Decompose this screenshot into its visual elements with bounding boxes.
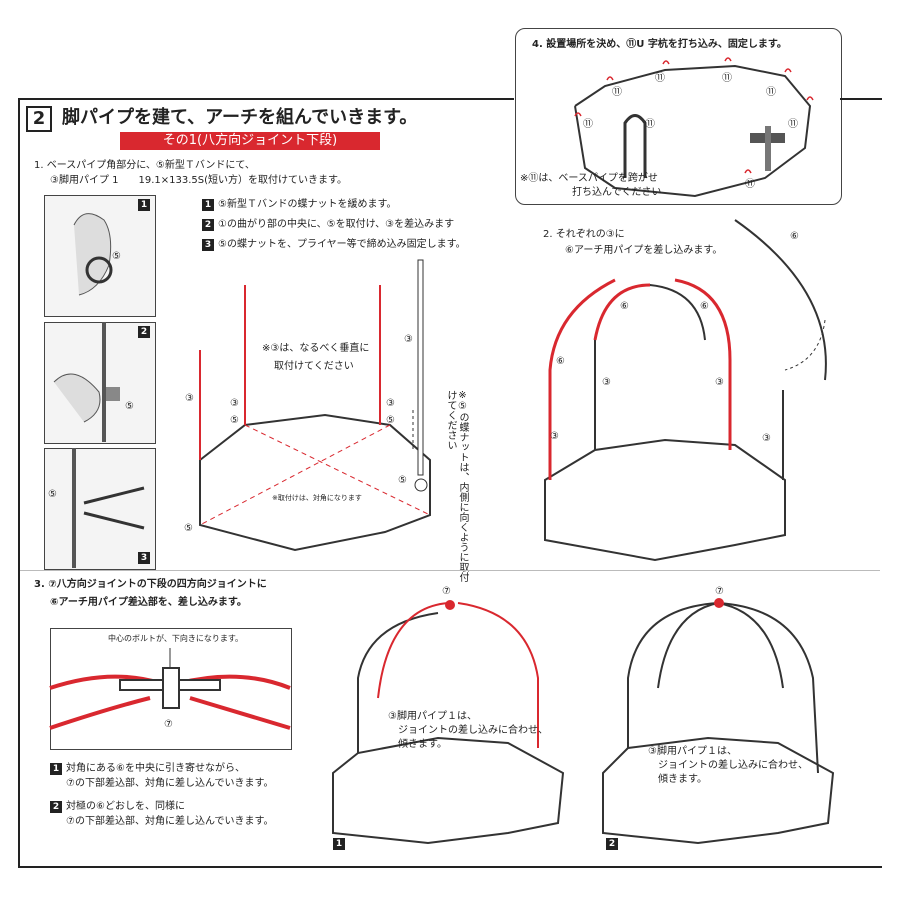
sub-badge: 3 (202, 239, 214, 251)
step4-marker-4: ⑪ (766, 87, 776, 98)
step4-marker-2: ⑪ (722, 73, 732, 84)
step2-marker-three-d: ③ (762, 433, 771, 444)
step4-panel (515, 28, 842, 205)
section-top-rule-right (840, 98, 882, 100)
photo2-marker-five: ⑤ (125, 401, 134, 412)
step4-marker-3: ⑪ (612, 87, 622, 98)
step3-fig2-seven: ⑦ (715, 586, 724, 597)
sub-badge: 1 (202, 199, 214, 211)
step4-heading: 4. 設置場所を決め、⑪U 字杭を打ち込み、固定します。 (532, 39, 787, 50)
step3-figure-label-2: 2 (606, 838, 618, 850)
photo1-marker-five: ⑤ (112, 251, 121, 262)
section-title: 脚パイプを建て、アーチを組んでいきます。 (62, 107, 418, 128)
step1-marker-five-c: ⑤ (398, 475, 407, 486)
sub-badge: 2 (202, 219, 214, 231)
step3-sub-1-line2: ⑦の下部差込部、対角に差し込んでいきます。 (66, 778, 274, 789)
step1-diagonal-note: ※取付けは、対角になります (272, 494, 362, 502)
step2-arch-diagram (544, 219, 827, 562)
step1-heading-line2: ③脚用パイプ 1 19.1×133.5S(短い方）を取付けていきます。 (50, 175, 348, 186)
step4-note-line1: ※⑪は、ベースパイプを跨がせ (520, 173, 658, 184)
step1-heading-line1: 1. ベースパイプ角部分に、⑤新型Ｔバンドにて、 (34, 160, 255, 171)
step3-fig1-seven: ⑦ (442, 586, 451, 597)
joint-detail-drawing (49, 648, 291, 730)
step1-marker-three-b: ③ (230, 398, 239, 409)
sub-text: ⑤新型Ｔバンドの蝶ナットを緩めます。 (218, 199, 397, 210)
step1-marker-three-c: ③ (386, 398, 395, 409)
step1-note-nut-vertical: ※⑤の蝶ナットは、内側に向くように取付けてください (445, 390, 468, 582)
step3-bolt-note: 中心のボルトが、下向きになります。 (108, 634, 244, 643)
step4-base-diagram (574, 57, 814, 198)
step1-note-vertical-line1: ※③は、なるべく垂直に (262, 343, 370, 354)
step1-marker-three-a: ③ (185, 393, 194, 404)
step1-sub-1: 1 ⑤新型Ｔバンドの蝶ナットを緩めます。 (202, 198, 396, 211)
step2-marker-three-c: ③ (550, 431, 559, 442)
sub-text: 対極の⑥どおしを、同様に (66, 801, 185, 812)
photo3-marker-five: ⑤ (48, 489, 57, 500)
section-number: 2 (26, 106, 52, 132)
step1-marker-five-a: ⑤ (230, 415, 239, 426)
photo2-hand-drawing (53, 322, 120, 442)
step1-sub-2: 2 ①の曲がり部の中央に、⑤を取付け、③を差込みます (202, 218, 454, 231)
step4-marker-6: ⑪ (645, 119, 655, 130)
step2-marker-six-a: ⑥ (620, 301, 629, 312)
photo1-hand-drawing (73, 213, 113, 296)
sub-text: ⑤の蝶ナットを、プライヤー等で締め込み固定します。 (218, 239, 466, 250)
step3-fig1-lean-note-2: ジョイントの差し込みに合わせ、 (398, 725, 548, 736)
sub-text: ①の曲がり部の中央に、⑤を取付け、③を差込みます (218, 219, 455, 230)
page-bottom-rule (18, 866, 882, 868)
step2-marker-three-b: ③ (715, 377, 724, 388)
sub-text: 対角にある⑥を中央に引き寄せながら、 (66, 763, 245, 774)
sub-badge: 1 (50, 763, 62, 775)
photo-label-1: 1 (138, 199, 150, 211)
step1-marker-three-d: ③ (404, 334, 413, 345)
photo-label-3: 3 (138, 552, 150, 564)
step2-heading-line1: 2. それぞれの③に (543, 229, 625, 240)
sub-badge: 2 (50, 801, 62, 813)
step3-sub-2-line2: ⑦の下部差込部、対角に差し込んでいきます。 (66, 816, 274, 827)
step2-heading-line2: ⑥アーチ用パイプを差し込みます。 (565, 245, 723, 256)
step1-note-vertical-line2: 取付けてください (274, 361, 354, 372)
step3-fig2-lean-note-3: 傾きます。 (658, 774, 707, 785)
step3-figure2-dome (602, 598, 835, 845)
step3-sub-2-line1: 2 対極の⑥どおしを、同様に (50, 800, 185, 813)
step1-octagon-diagram (199, 259, 431, 552)
step1-marker-five-b: ⑤ (386, 415, 395, 426)
step2-marker-six-b: ⑥ (700, 301, 709, 312)
step1-sub-3: 3 ⑤の蝶ナットを、プライヤー等で締め込み固定します。 (202, 238, 466, 251)
step3-figure1-dome (332, 600, 565, 845)
step2-marker-six-d: ⑥ (790, 231, 799, 242)
step3-fig1-lean-note-1: ③脚用パイプ１は、 (388, 711, 477, 722)
step4-marker-1: ⑪ (655, 73, 665, 84)
step2-marker-six-c: ⑥ (556, 356, 565, 367)
photo-label-2: 2 (138, 326, 150, 338)
step3-heading-line1: 3. ⑦八方向ジョイントの下段の四方向ジョイントに (34, 579, 267, 590)
section-top-rule (18, 98, 514, 100)
step4-marker-7: ⑪ (788, 119, 798, 130)
step1-photo-3 (44, 448, 156, 570)
step4-marker-8: ⑪ (745, 179, 755, 190)
row-divider (20, 570, 880, 571)
section-subtitle: その1(八方向ジョイント下段) (120, 132, 380, 150)
step3-figure-label-1: 1 (333, 838, 345, 850)
section-left-rule (18, 98, 20, 868)
step3-sub-1-line1: 1 対角にある⑥を中央に引き寄せながら、 (50, 762, 245, 775)
step3-heading-line2: ⑥アーチ用パイプ差込部を、差し込みます。 (50, 597, 247, 608)
step3-fig2-lean-note-1: ③脚用パイプ１は、 (648, 746, 737, 757)
photo3-plier-drawing (72, 448, 145, 568)
step3-fig2-lean-note-2: ジョイントの差し込みに合わせ、 (658, 760, 808, 771)
step4-marker-5: ⑪ (583, 119, 593, 130)
step3-joint-seven: ⑦ (164, 719, 173, 730)
step4-note-line2: 打ち込んでください (572, 187, 662, 198)
step2-marker-three-a: ③ (602, 377, 611, 388)
step3-fig1-lean-note-3: 傾きます。 (398, 739, 447, 750)
step1-marker-five-d: ⑤ (184, 523, 193, 534)
